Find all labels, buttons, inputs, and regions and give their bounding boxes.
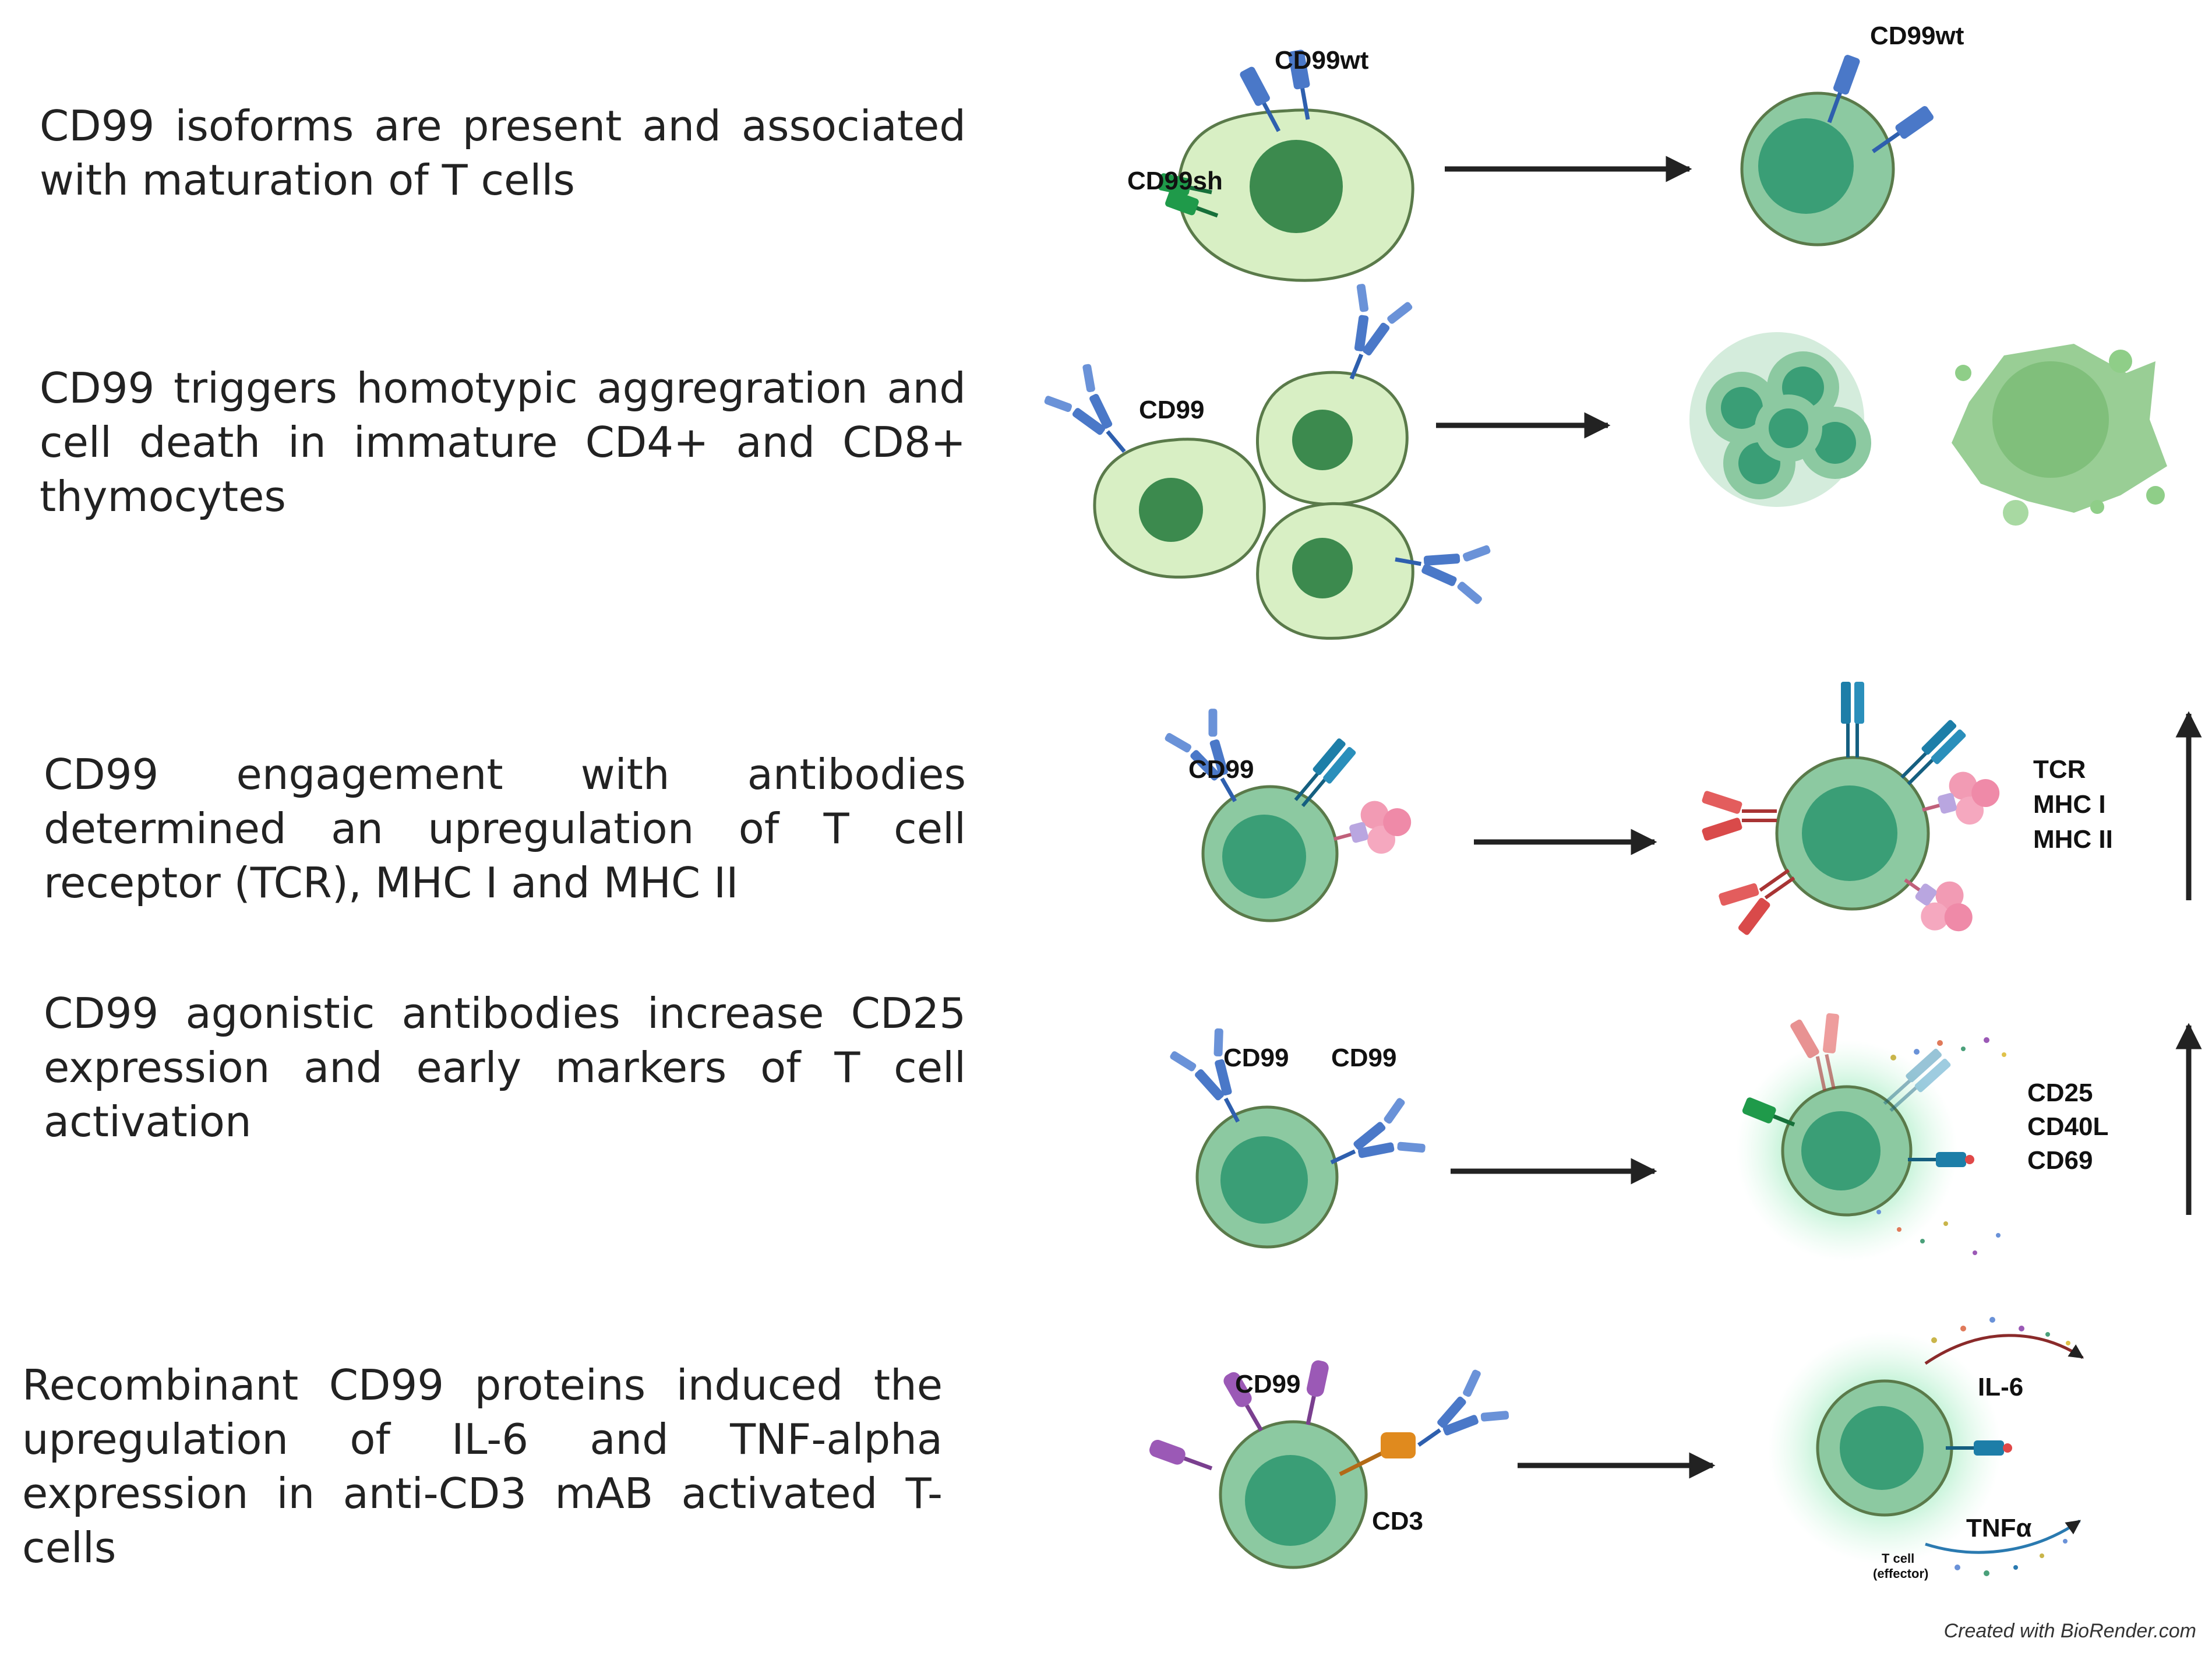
- anti-cd3-antibody: [1401, 1366, 1513, 1471]
- cd3-label: CD3: [1372, 1507, 1423, 1535]
- cd99-label: CD99: [1139, 396, 1205, 424]
- mhc1-label: MHC I: [2033, 790, 2106, 819]
- thymocyte: [1093, 438, 1266, 579]
- t-cell: [1195, 1105, 1339, 1249]
- tnfa-secretion-arrow: [1925, 1519, 2082, 1554]
- cd99sh-label: CD99sh: [1127, 167, 1223, 195]
- il6-secretion-arrow: [1924, 1334, 2084, 1365]
- mhc2-receptor: [1327, 792, 1417, 865]
- cell-aggregate: [1689, 332, 1871, 507]
- mhc2-label: MHC II: [2033, 825, 2113, 854]
- t-cell-label: T cell: [1882, 1551, 1914, 1566]
- row1-graphic: CD99wt CD99sh CD99wt: [1127, 22, 1964, 282]
- tcr-label: TCR: [2033, 755, 2086, 784]
- cd99-label: CD99: [1331, 1044, 1397, 1072]
- recombinant-cd99-protein: [1148, 1438, 1215, 1477]
- row3-description: CD99 engagement with antibodies determin…: [44, 750, 966, 907]
- row1-description: CD99 isoforms are present and associated…: [40, 101, 966, 205]
- cd99-label: CD99: [1235, 1370, 1301, 1398]
- biorender-credit: Created with BioRender.com: [1944, 1620, 2196, 1642]
- cytokine-dots: [1876, 1037, 2006, 1255]
- cd99-label: CD99: [1223, 1044, 1289, 1072]
- row2-description: CD99 triggers homotypic aggregration and…: [40, 364, 966, 521]
- cd40l-label: CD40L: [2027, 1112, 2108, 1141]
- effector-label: (effector): [1873, 1566, 1928, 1581]
- cd99-label: CD99: [1188, 755, 1254, 784]
- thymocyte: [1256, 371, 1409, 506]
- cd69-label: CD69: [2027, 1146, 2093, 1175]
- row4-description: CD99 agonistic antibodies increase CD25 …: [44, 989, 966, 1146]
- t-cell: [1201, 785, 1339, 922]
- activated-t-cell: [1781, 1085, 1913, 1217]
- row5-graphic: CD99 CD3 IL-6 TNFα T cell (effector): [1148, 1317, 2084, 1581]
- immature-t-cell: [1177, 108, 1414, 282]
- row4-graphic: CD99 CD99 CD25 CD40L CD69: [1167, 1010, 2202, 1262]
- cd3-complex: [1339, 1432, 1416, 1477]
- dead-cell-debris: [1952, 344, 2167, 526]
- row3-graphic: CD99 TCR MHC I MHC II: [1162, 682, 2202, 947]
- row2-graphic: CD99: [1040, 281, 2167, 640]
- t-cell: [1219, 1420, 1368, 1569]
- cd99wt-label: CD99wt: [1870, 22, 1964, 50]
- il6-label: IL-6: [1978, 1373, 2023, 1401]
- recombinant-cd99-protein: [1299, 1359, 1330, 1426]
- cd25-label: CD25: [2027, 1079, 2093, 1107]
- nucleus: [1250, 140, 1343, 233]
- mature-t-cell: [1740, 91, 1895, 246]
- activated-t-cell: [1775, 756, 1930, 911]
- tnfa-label: TNFα: [1966, 1514, 2032, 1542]
- cytokine-dots: [1931, 1317, 2070, 1576]
- mhc1-receptor: [1701, 790, 1777, 841]
- tcr-receptor: [1841, 682, 1864, 757]
- thymocyte: [1256, 502, 1414, 640]
- row5-description: Recombinant CD99 proteins induced the up…: [22, 1361, 943, 1572]
- effector-t-cell: [1816, 1379, 1953, 1517]
- cd99wt-label: CD99wt: [1275, 46, 1369, 75]
